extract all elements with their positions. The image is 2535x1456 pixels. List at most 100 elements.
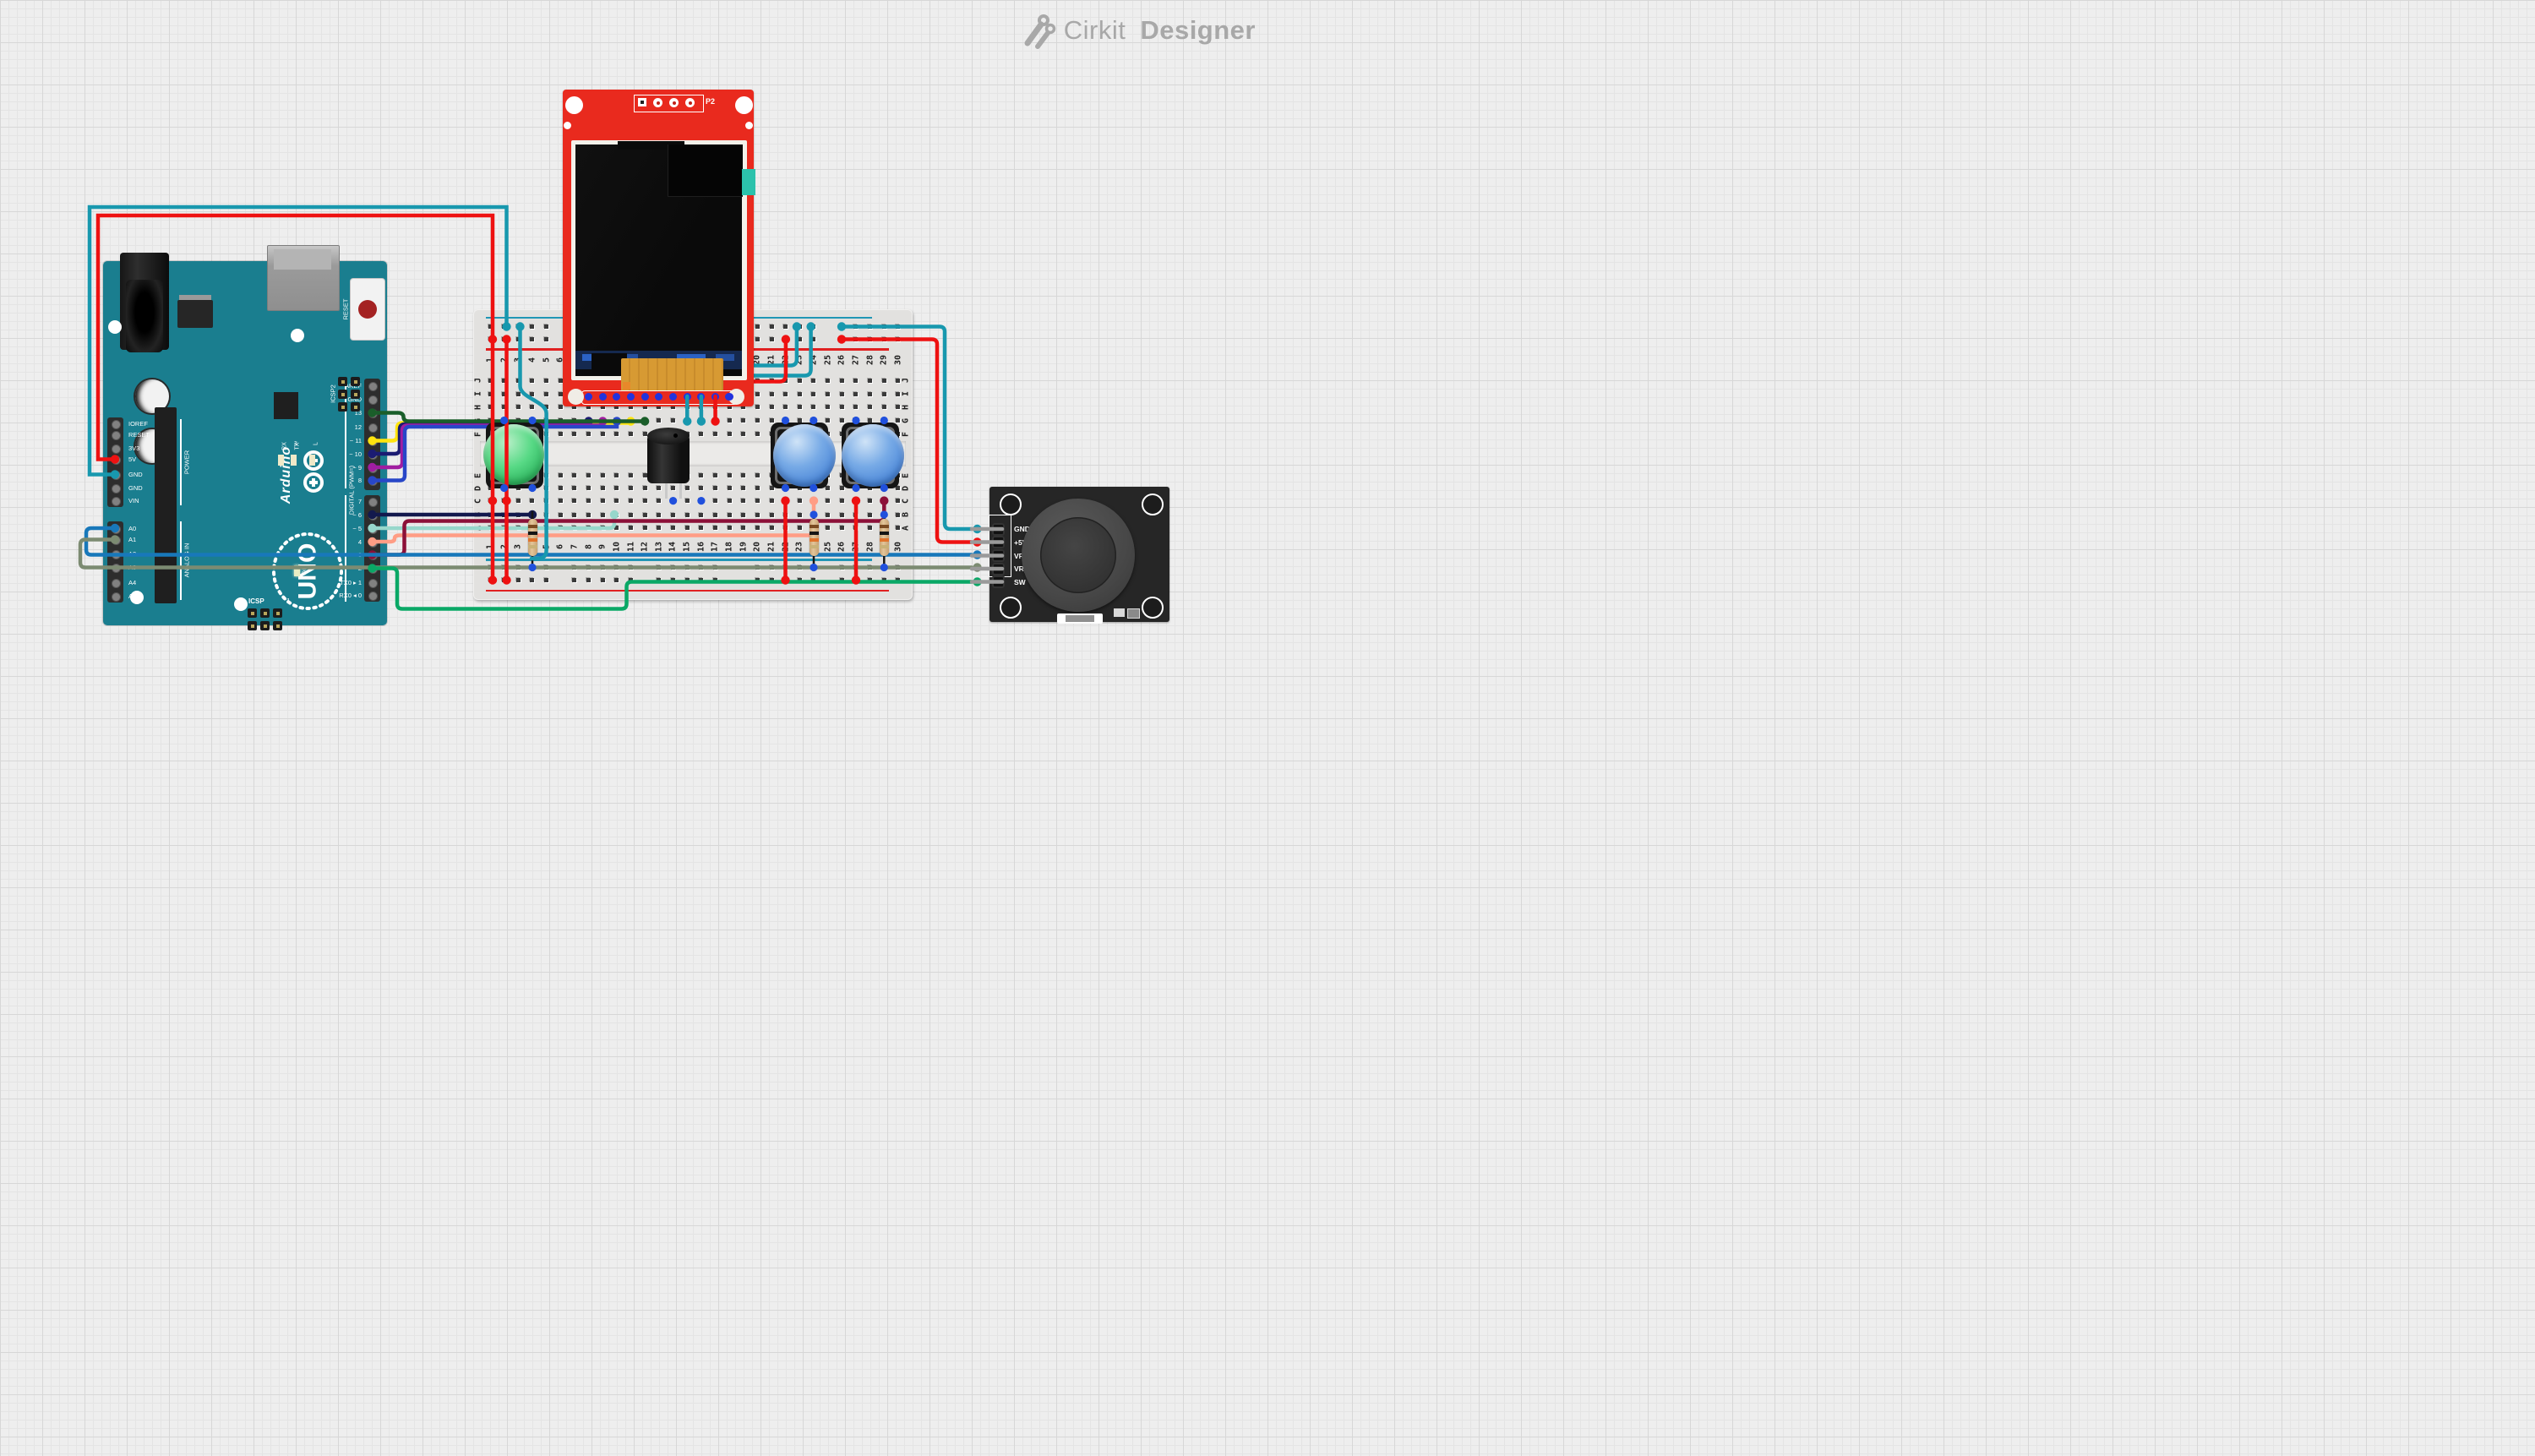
breadboard-hole[interactable] — [896, 391, 901, 396]
breadboard-hole[interactable] — [558, 405, 563, 409]
breadboard-hole[interactable] — [642, 486, 647, 490]
breadboard-hole[interactable] — [699, 578, 704, 582]
pin-gnd[interactable] — [111, 484, 121, 494]
breadboard-hole[interactable] — [868, 512, 873, 517]
breadboard-hole[interactable] — [839, 391, 844, 396]
joystick-knob-inner[interactable] — [1040, 517, 1116, 593]
breadboard-hole[interactable] — [699, 565, 704, 570]
breadboard-hole[interactable] — [783, 565, 788, 570]
breadboard-hole[interactable] — [544, 337, 549, 341]
breadboard-hole[interactable] — [755, 499, 760, 504]
pin-rx00[interactable] — [368, 592, 378, 601]
pin-9[interactable] — [368, 463, 378, 473]
breadboard-hole[interactable] — [755, 432, 760, 436]
breadboard-hole[interactable] — [614, 565, 619, 570]
pin-6[interactable] — [368, 510, 378, 521]
breadboard-hole[interactable] — [727, 499, 732, 504]
pushbutton-blue1-cap[interactable] — [773, 424, 836, 487]
breadboard-hole[interactable] — [572, 486, 577, 490]
breadboard-hole[interactable] — [839, 486, 844, 490]
resistor-10k[interactable] — [527, 519, 537, 556]
wire-a1-olive-endpoint[interactable] — [973, 563, 982, 572]
breadboard-hole[interactable] — [586, 499, 592, 504]
pin-3[interactable] — [368, 551, 378, 560]
breadboard-hole[interactable] — [811, 499, 816, 504]
breadboard-hole[interactable] — [488, 512, 493, 517]
breadboard-hole[interactable] — [712, 473, 717, 477]
tft-pin[interactable] — [725, 392, 733, 401]
breadboard-hole[interactable] — [712, 526, 717, 530]
breadboard-hole[interactable] — [826, 512, 831, 517]
breadboard-hole[interactable] — [839, 526, 844, 530]
breadboard-hole[interactable] — [769, 405, 774, 409]
breadboard-hole[interactable] — [586, 512, 592, 517]
breadboard-hole[interactable] — [558, 418, 563, 423]
pin-ioref[interactable] — [111, 420, 121, 429]
breadboard-hole[interactable] — [629, 432, 633, 436]
breadboard-hole[interactable] — [896, 499, 901, 504]
breadboard-hole[interactable] — [544, 391, 549, 396]
breadboard-hole[interactable] — [755, 337, 760, 341]
breadboard-hole[interactable] — [712, 432, 717, 436]
breadboard-hole[interactable] — [811, 578, 816, 582]
breadboard-hole[interactable] — [839, 578, 844, 582]
breadboard-hole[interactable] — [811, 324, 816, 329]
breadboard-hole[interactable] — [797, 526, 802, 530]
breadboard-hole[interactable] — [712, 418, 717, 423]
breadboard-hole[interactable] — [684, 486, 690, 490]
tft-pin[interactable] — [598, 392, 607, 401]
pin-10[interactable] — [368, 450, 378, 460]
breadboard-hole[interactable] — [755, 512, 760, 517]
breadboard-hole[interactable] — [769, 512, 774, 517]
breadboard-hole[interactable] — [572, 512, 577, 517]
breadboard-hole[interactable] — [853, 337, 859, 341]
breadboard-hole[interactable] — [896, 486, 901, 490]
breadboard-hole[interactable] — [614, 526, 619, 530]
breadboard-hole[interactable] — [629, 578, 633, 582]
breadboard-hole[interactable] — [502, 405, 507, 409]
breadboard-hole[interactable] — [600, 486, 605, 490]
pin-5[interactable] — [368, 524, 378, 534]
breadboard-hole[interactable] — [515, 324, 521, 329]
breadboard-hole[interactable] — [502, 578, 507, 582]
breadboard-hole[interactable] — [600, 578, 605, 582]
breadboard-hole[interactable] — [657, 405, 662, 409]
breadboard-hole[interactable] — [811, 405, 816, 409]
breadboard-hole[interactable] — [586, 405, 592, 409]
breadboard-hole[interactable] — [727, 432, 732, 436]
breadboard-hole[interactable] — [699, 512, 704, 517]
breadboard-hole[interactable] — [502, 565, 507, 570]
breadboard-hole[interactable] — [811, 391, 816, 396]
breadboard-hole[interactable] — [642, 418, 647, 423]
breadboard-hole[interactable] — [797, 378, 802, 383]
tft-pin[interactable] — [626, 392, 635, 401]
breadboard-hole[interactable] — [699, 486, 704, 490]
pin-5v[interactable] — [111, 455, 121, 465]
breadboard-hole[interactable] — [530, 565, 535, 570]
breadboard-hole[interactable] — [515, 565, 521, 570]
wire-a0-blue-endpoint[interactable] — [973, 550, 982, 559]
breadboard-hole[interactable] — [684, 499, 690, 504]
breadboard-hole[interactable] — [755, 324, 760, 329]
breadboard-hole[interactable] — [684, 565, 690, 570]
breadboard-hole[interactable] — [502, 526, 507, 530]
breadboard-hole[interactable] — [670, 526, 675, 530]
breadboard-hole[interactable] — [699, 432, 704, 436]
breadboard-hole[interactable] — [755, 391, 760, 396]
breadboard-hole[interactable] — [881, 578, 886, 582]
pushbutton-green-cap[interactable] — [483, 424, 544, 485]
breadboard-hole[interactable] — [558, 378, 563, 383]
breadboard-hole[interactable] — [544, 378, 549, 383]
breadboard-hole[interactable] — [684, 578, 690, 582]
breadboard-hole[interactable] — [614, 432, 619, 436]
breadboard-hole[interactable] — [530, 512, 535, 517]
breadboard-hole[interactable] — [797, 405, 802, 409]
breadboard-hole[interactable] — [600, 499, 605, 504]
breadboard-hole[interactable] — [488, 378, 493, 383]
breadboard-hole[interactable] — [699, 473, 704, 477]
breadboard-hole[interactable] — [797, 391, 802, 396]
breadboard-hole[interactable] — [727, 526, 732, 530]
breadboard-hole[interactable] — [614, 418, 619, 423]
breadboard-hole[interactable] — [544, 324, 549, 329]
wire-pin2-green-endpoint[interactable] — [973, 577, 982, 586]
